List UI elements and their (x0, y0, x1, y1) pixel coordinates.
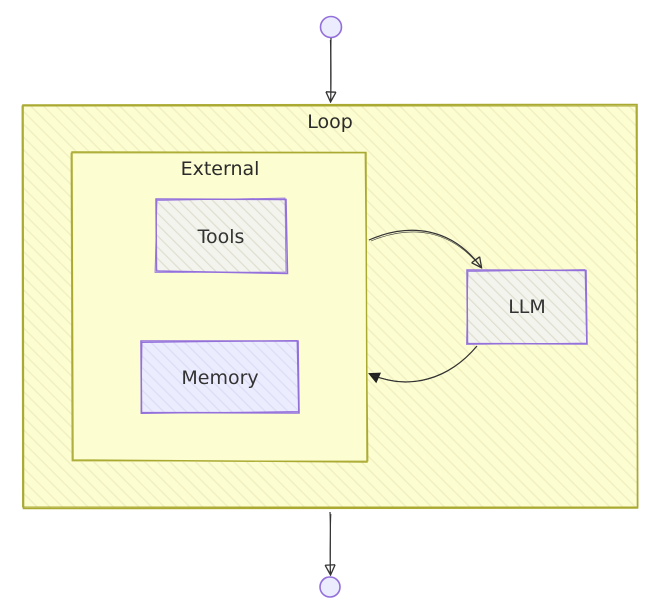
memory-node: Memory (140, 340, 300, 414)
edge-llm-to-external (370, 345, 478, 382)
llm-label: LLM (508, 296, 546, 318)
external-label: External (181, 158, 260, 180)
start-node (319, 15, 343, 39)
tools-label: Tools (197, 226, 245, 248)
end-node (319, 576, 341, 598)
llm-node: LLM (466, 269, 588, 345)
loop-label: Loop (307, 111, 353, 133)
edge-loop-to-end (330, 511, 331, 574)
memory-label: Memory (181, 367, 258, 389)
edge-start-to-loop (330, 37, 331, 101)
edge-external-to-llm (368, 229, 481, 267)
tools-node: Tools (154, 197, 289, 275)
